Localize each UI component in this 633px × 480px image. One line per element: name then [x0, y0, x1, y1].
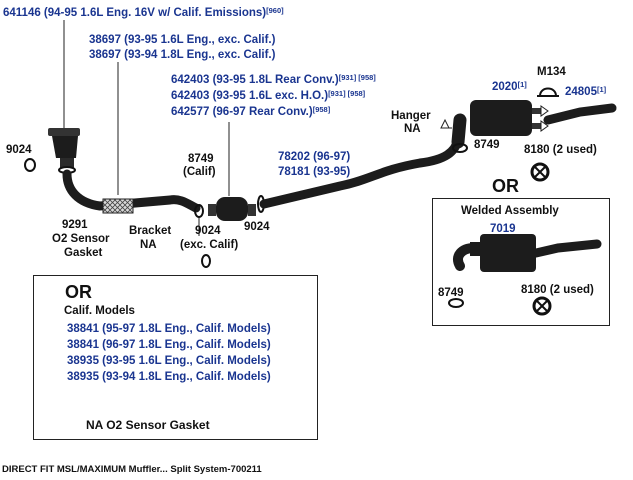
intermediate-pipe [259, 135, 463, 209]
label-m134: M134 [537, 66, 566, 78]
california-models-box [33, 275, 318, 440]
label-bracket: Bracket [129, 225, 172, 237]
label-na-o2-gasket: NA O2 Sensor Gasket [86, 418, 210, 432]
label-78202: 78202 (96-97) [278, 151, 351, 163]
label-calif-models: Calif. Models [64, 305, 135, 317]
label-7019: 7019 [490, 223, 516, 235]
welded-assembly-title: Welded Assembly [461, 205, 559, 217]
label-9024-mid: 9024 [244, 221, 270, 233]
label-8749-calif-num: 8749 [188, 153, 214, 165]
label-24805: 24805[1] [565, 85, 607, 98]
label-8749-right: 8749 [474, 139, 500, 151]
label-8180-top: 8180 (2 used) [524, 144, 597, 156]
label-hanger-na: NA [404, 123, 421, 135]
gasket-8749-right [452, 143, 468, 153]
label-642577: 642577 (96-97 Rear Conv.)[958] [171, 105, 331, 118]
label-38841-b: 38841 (96-97 1.8L Eng., Calif. Models) [67, 339, 271, 351]
label-38935-a: 38935 (93-95 1.6L Eng., Calif. Models) [67, 355, 271, 367]
clamp-m134 [537, 87, 559, 97]
label-2020: 2020[1] [492, 80, 527, 93]
label-78181: 78181 (93-95) [278, 166, 351, 178]
hanger-8180-top [530, 162, 550, 182]
label-641146: 641146 (94-95 1.6L Eng. 16V w/ Calif. Em… [3, 6, 284, 19]
front-pipe [62, 169, 201, 213]
label-or-left: OR [65, 282, 92, 302]
muffler-2020 [470, 100, 549, 136]
label-9024-exc-num: 9024 [195, 225, 221, 237]
label-38935-b: 38935 (93-94 1.8L Eng., Calif. Models) [67, 371, 271, 383]
label-642403-a: 642403 (93-95 1.8L Rear Conv.)[931] [958… [171, 73, 376, 86]
label-8749-welded: 8749 [438, 287, 464, 299]
flex-mesh-9291 [102, 198, 134, 214]
welded-assembly-drawing [448, 234, 602, 316]
gasket-8749-calif [194, 204, 204, 218]
catalytic-converter-641146 [48, 128, 80, 174]
label-8749-calif-txt: (Calif) [183, 166, 216, 178]
label-38697-a: 38697 (93-95 1.6L Eng., exc. Calif.) [89, 34, 276, 46]
hanger-8180-welded [532, 296, 552, 316]
label-hanger: Hanger [391, 110, 431, 122]
label-642403-b: 642403 (93-95 1.6L exc. H.O.)[931] [958] [171, 89, 366, 102]
label-bracket-na: NA [140, 239, 157, 251]
label-9024-exc-txt: (exc. Calif) [180, 239, 239, 251]
label-9024-left: 9024 [6, 144, 32, 156]
gasket-9024-exc-calif [201, 254, 211, 268]
diagram-caption: DIRECT FIT MSL/MAXIMUM Muffler... Split … [2, 464, 262, 475]
tailpipe-24805 [543, 103, 617, 125]
label-9291-txt2: Gasket [64, 247, 103, 259]
rear-converter-642403 [208, 197, 256, 221]
gasket-8749-welded [448, 298, 464, 308]
label-38841-a: 38841 (95-97 1.8L Eng., Calif. Models) [67, 323, 271, 335]
gasket-9024-left [24, 158, 36, 172]
label-38697-b: 38697 (93-94 1.8L Eng., exc. Calif.) [89, 49, 276, 61]
label-9291-num: 9291 [62, 219, 88, 231]
label-9291-txt1: O2 Sensor [52, 233, 110, 245]
label-or-right: OR [492, 176, 519, 196]
label-8180-welded: 8180 (2 used) [521, 284, 594, 296]
